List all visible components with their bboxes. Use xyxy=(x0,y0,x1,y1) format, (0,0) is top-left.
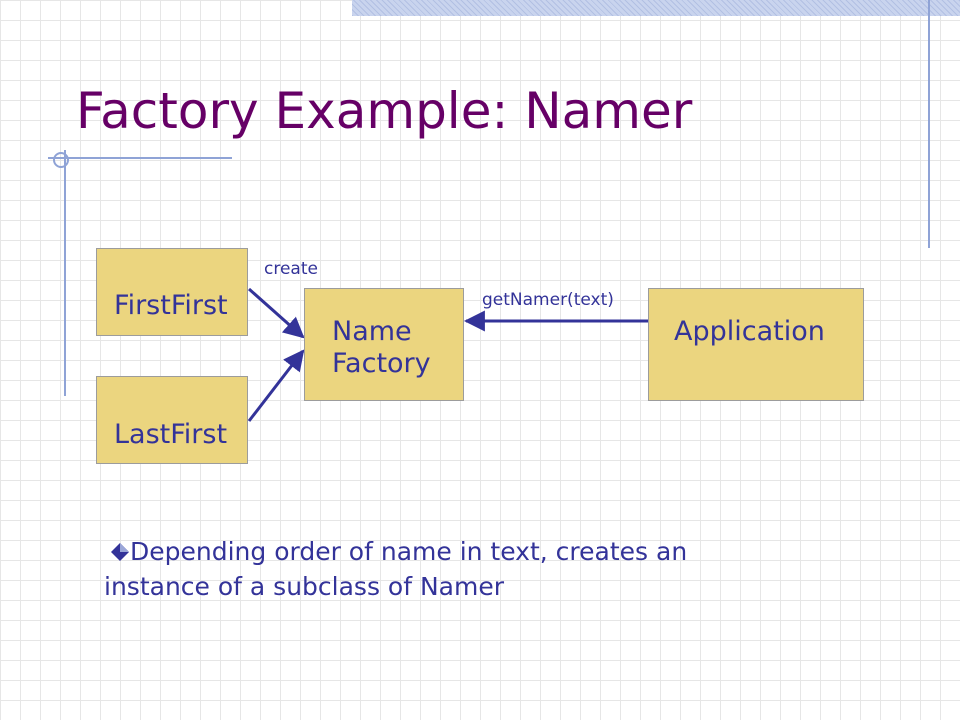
arrow-firstfirst-to-namefactory xyxy=(248,287,305,339)
decorative-top-band xyxy=(352,0,960,16)
edge-label-getnamer: getNamer(text) xyxy=(482,290,614,310)
decorative-vertical-line-right xyxy=(928,0,930,248)
node-namefactory: Name Factory xyxy=(304,288,464,401)
node-namefactory-label: Name Factory xyxy=(332,316,431,379)
node-lastfirst-label: LastFirst xyxy=(114,419,228,450)
arrow-lastfirst-to-namefactory xyxy=(247,349,305,422)
title-underline xyxy=(48,157,232,159)
node-application-label: Application xyxy=(674,316,825,347)
bullet-text-content: Depending order of name in text, creates… xyxy=(104,537,688,601)
crosshair-icon xyxy=(53,152,69,168)
edge-label-create: create xyxy=(264,259,318,279)
bullet-text: Depending order of name in text, creates… xyxy=(104,534,794,604)
slide-title: Factory Example: Namer xyxy=(76,82,693,140)
node-application: Application xyxy=(648,288,864,401)
diamond-bullet-icon xyxy=(111,543,129,561)
node-firstfirst: FirstFirst xyxy=(96,248,248,336)
decorative-vertical-line-left xyxy=(64,150,66,396)
node-lastfirst: LastFirst xyxy=(96,376,248,464)
node-firstfirst-label: FirstFirst xyxy=(114,290,228,321)
